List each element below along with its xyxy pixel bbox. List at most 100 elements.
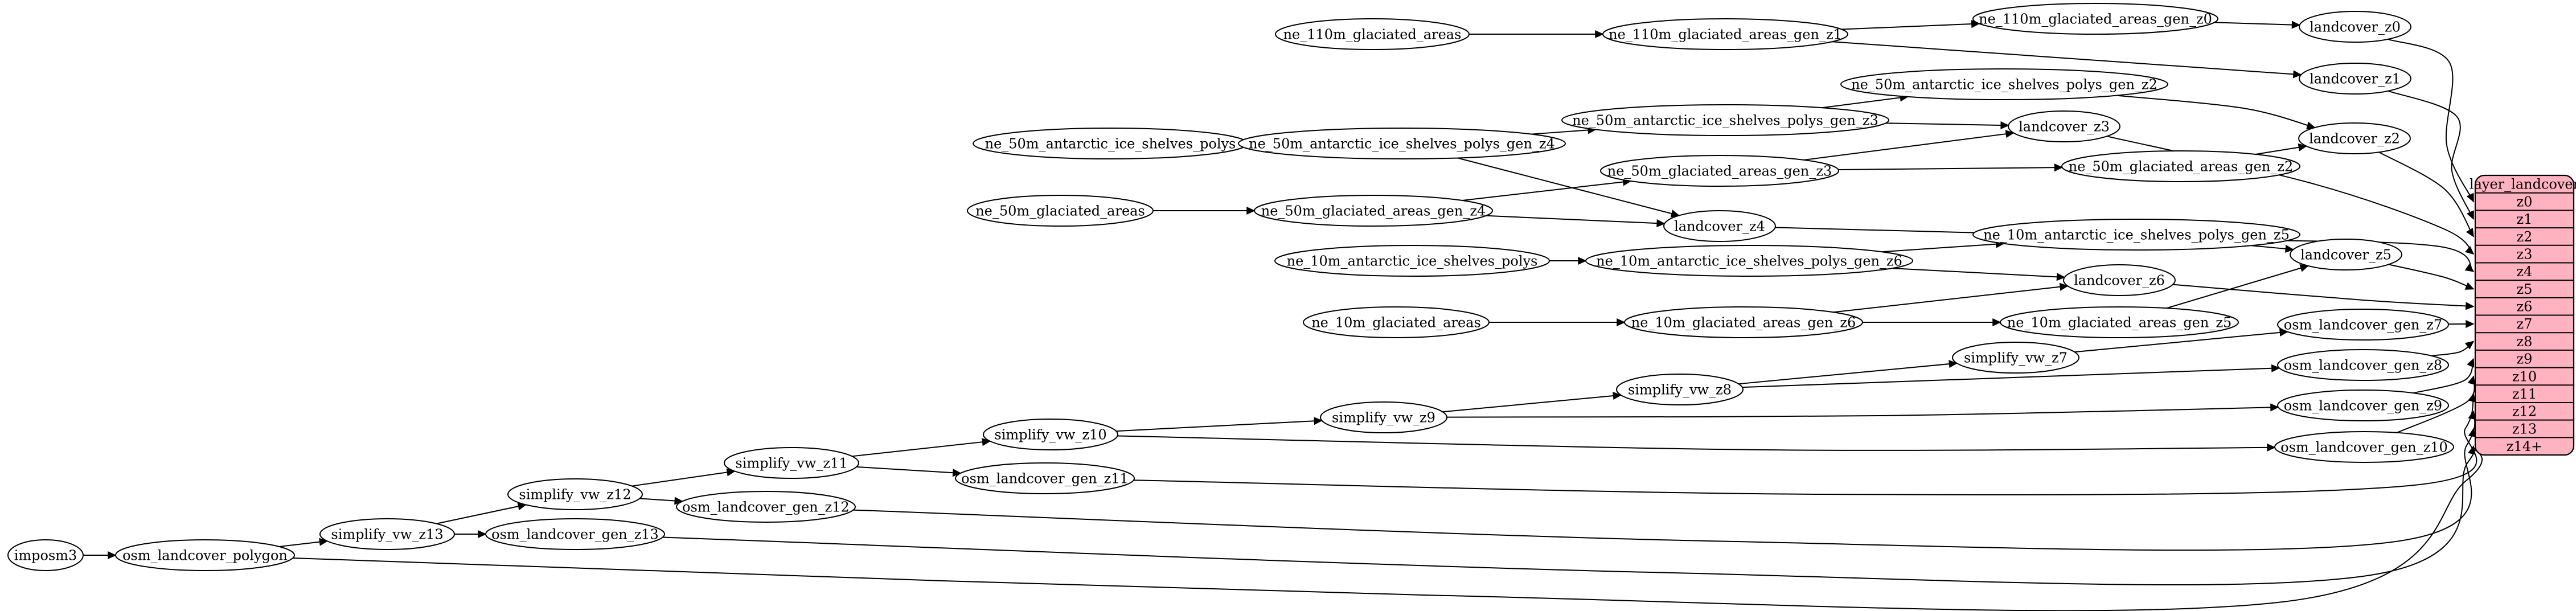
- edge-ne_50m_antarctic_ice_shelves_polys_gen_z3-to-ne_50m_antarctic_ice_shelves_polys_gen_z2: [1822, 93, 1909, 109]
- graph-node-ne_110m_glaciated_areas: ne_110m_glaciated_areas: [1275, 18, 1470, 50]
- node-ellipse: [2061, 150, 2300, 182]
- node-ellipse: [1972, 219, 2300, 251]
- node-ellipse: [1840, 68, 2168, 100]
- node-label: osm_landcover_polygon: [122, 547, 288, 563]
- node-ellipse: [115, 539, 295, 571]
- node-label: ne_50m_glaciated_areas_gen_z4: [1261, 203, 1486, 219]
- edge-osm_landcover_gen_z9-to-layer_landcover-z9: [2413, 358, 2475, 394]
- node-ellipse: [1254, 195, 1493, 227]
- node-ellipse: [507, 478, 643, 510]
- edge-ne_10m_antarctic_ice_shelves_polys_gen_z6-to-landcover_z6: [1892, 268, 2066, 281]
- node-label: osm_landcover_gen_z12: [682, 499, 850, 515]
- edge-osm_landcover_gen_z11-to-layer_landcover-z11: [1133, 393, 2477, 495]
- node-label: ne_10m_antarctic_ice_shelves_polys_gen_z…: [1596, 253, 1902, 269]
- node-ellipse: [2000, 306, 2239, 338]
- node-ellipse: [2274, 431, 2454, 463]
- node-ellipse: [1238, 128, 1566, 159]
- edge-ne_110m_glaciated_areas_gen_z1-to-ne_110m_glaciated_areas_gen_z0: [1841, 20, 1980, 30]
- table-row-z0: z0: [2517, 194, 2533, 210]
- edge-landcover_z2-to-layer_landcover-z2: [2378, 151, 2474, 237]
- graph-node-simplify_vw_z10: simplify_vw_z10: [983, 419, 1118, 450]
- edge-landcover_z0-to-layer_landcover-z0: [2388, 38, 2474, 203]
- node-label: landcover_z5: [2300, 247, 2392, 263]
- edge-simplify_vw_z7-to-osm_landcover_gen_z7: [2074, 328, 2288, 353]
- table-row-z7: z7: [2517, 316, 2533, 332]
- graph-node-ne_10m_glaciated_areas_gen_z5: ne_10m_glaciated_areas_gen_z5: [2000, 306, 2239, 338]
- graph-node-ne_10m_antarctic_ice_shelves_polys: ne_10m_antarctic_ice_shelves_polys: [1274, 245, 1550, 277]
- edge-osm_landcover_gen_z13-to-layer_landcover-z13: [662, 428, 2479, 586]
- node-ellipse: [2299, 63, 2411, 95]
- edge-simplify_vw_z12-to-osm_landcover_gen_z12: [639, 497, 683, 505]
- graph-node-osm_landcover_polygon: osm_landcover_polygon: [115, 539, 295, 571]
- node-label: osm_landcover_gen_z9: [2284, 397, 2442, 413]
- table-layer_landcover: layer_landcoverz0z1z2z3z4z5z6z7z8z9z10z1…: [2470, 174, 2576, 456]
- node-label: ne_10m_glaciated_areas_gen_z5: [2007, 314, 2232, 330]
- node-label: simplify_vw_z13: [331, 526, 443, 542]
- node-label: simplify_vw_z8: [1628, 382, 1732, 397]
- node-label: landcover_z6: [2074, 272, 2165, 288]
- graph-node-ne_110m_glaciated_areas_gen_z1: ne_110m_glaciated_areas_gen_z1: [1602, 18, 1848, 50]
- edge-ne_50m_glaciated_areas_gen_z3-to-landcover_z3: [1803, 130, 2015, 161]
- graph-node-simplify_vw_z9: simplify_vw_z9: [1320, 401, 1447, 433]
- edge-landcover_z1-to-layer_landcover-z1: [2388, 90, 2474, 220]
- edge-simplify_vw_z9-to-simplify_vw_z8: [1442, 392, 1622, 413]
- node-ellipse: [1320, 401, 1447, 433]
- table-row-z5: z5: [2517, 281, 2533, 297]
- node-ellipse: [2277, 309, 2449, 341]
- node-label: landcover_z1: [2310, 71, 2401, 87]
- edge-landcover_z6-to-layer_landcover-z6: [2172, 284, 2475, 310]
- edge-simplify_vw_z9-to-osm_landcover_gen_z9: [1446, 403, 2279, 418]
- graph-node-ne_50m_glaciated_areas_gen_z4: ne_50m_glaciated_areas_gen_z4: [1254, 195, 1493, 227]
- node-ellipse: [2277, 349, 2449, 381]
- edge-simplify_vw_z11-to-osm_landcover_gen_z11: [856, 466, 962, 477]
- table-header: layer_landcover: [2470, 177, 2576, 192]
- edge-ne_50m_antarctic_ice_shelves_polys_gen_z4-to-ne_50m_antarctic_ice_shelves_polys_gen_z3: [1531, 126, 1597, 135]
- graph-node-simplify_vw_z7: simplify_vw_z7: [1952, 342, 2079, 374]
- edge-simplify_vw_z11-to-simplify_vw_z10: [852, 438, 991, 457]
- node-label: ne_110m_glaciated_areas: [1283, 26, 1462, 42]
- node-label: ne_50m_glaciated_areas_gen_z2: [2069, 158, 2294, 174]
- graph-node-ne_110m_glaciated_areas_gen_z0: ne_110m_glaciated_areas_gen_z0: [1972, 3, 2218, 35]
- node-ellipse: [983, 419, 1118, 450]
- edge-simplify_vw_z12-to-simplify_vw_z11: [631, 468, 736, 487]
- table-row-z2: z2: [2517, 229, 2533, 245]
- edge-simplify_vw_z10-to-simplify_vw_z9: [1116, 417, 1323, 432]
- graph-node-osm_landcover_gen_z8: osm_landcover_gen_z8: [2277, 349, 2449, 381]
- table-row-z13: z13: [2512, 421, 2537, 437]
- graph-node-ne_50m_glaciated_areas_gen_z3: ne_50m_glaciated_areas_gen_z3: [1600, 155, 1839, 187]
- graph-node-landcover_z5: landcover_z5: [2290, 239, 2402, 270]
- node-label: ne_50m_glaciated_areas_gen_z3: [1607, 163, 1832, 179]
- edge-ne_10m_antarctic_ice_shelves_polys_gen_z5-to-landcover_z5: [2251, 244, 2294, 253]
- edge-ne_50m_glaciated_areas_gen_z4-to-ne_50m_glaciated_areas_gen_z3: [1462, 178, 1632, 202]
- node-label: ne_10m_antarctic_ice_shelves_polys: [1287, 253, 1538, 269]
- node-ellipse: [1952, 342, 2079, 374]
- node-ellipse: [7, 539, 84, 571]
- table-row-z11: z11: [2512, 386, 2537, 402]
- edge-ne_50m_antarctic_ice_shelves_polys_gen_z2-to-landcover_z2: [2116, 95, 2316, 130]
- node-ellipse: [967, 195, 1154, 227]
- node-label: imposm3: [14, 547, 77, 563]
- graph-node-ne_10m_glaciated_areas: ne_10m_glaciated_areas: [1303, 306, 1490, 338]
- edge-osm_landcover_gen_z12-to-layer_landcover-z12: [853, 410, 2476, 551]
- edge-simplify_vw_z8-to-osm_landcover_gen_z8: [1742, 364, 2280, 388]
- node-ellipse: [1624, 306, 1863, 338]
- edge-ne_50m_glaciated_areas_gen_z3-to-ne_50m_glaciated_areas_gen_z2: [1838, 163, 2064, 172]
- graph-node-ne_50m_glaciated_areas: ne_50m_glaciated_areas: [967, 195, 1154, 227]
- node-label: landcover_z2: [2309, 130, 2400, 146]
- graph-node-landcover_z1: landcover_z1: [2299, 63, 2411, 95]
- edge-simplify_vw_z13-to-simplify_vw_z12: [436, 502, 527, 524]
- node-label: osm_landcover_gen_z11: [961, 470, 1129, 486]
- graph-node-osm_landcover_gen_z12: osm_landcover_gen_z12: [676, 491, 856, 523]
- node-ellipse: [1972, 3, 2218, 35]
- graph-node-ne_50m_glaciated_areas_gen_z2: ne_50m_glaciated_areas_gen_z2: [2061, 150, 2300, 182]
- node-layer: imposm3 osm_landcover_polygon simplify_vw_…: [7, 3, 2454, 571]
- node-ellipse: [955, 462, 1135, 494]
- graph-node-landcover_z0: landcover_z0: [2299, 11, 2411, 43]
- node-label: ne_50m_antarctic_ice_shelves_polys: [985, 136, 1236, 151]
- edge-ne_110m_glaciated_areas_gen_z1-to-landcover_z1: [1832, 41, 2302, 79]
- graph-node-osm_landcover_gen_z10: osm_landcover_gen_z10: [2274, 431, 2454, 463]
- edge-ne_10m_glaciated_areas_gen_z5-to-landcover_z5: [2166, 264, 2310, 309]
- node-label: simplify_vw_z9: [1332, 409, 1435, 425]
- node-ellipse: [2298, 122, 2411, 154]
